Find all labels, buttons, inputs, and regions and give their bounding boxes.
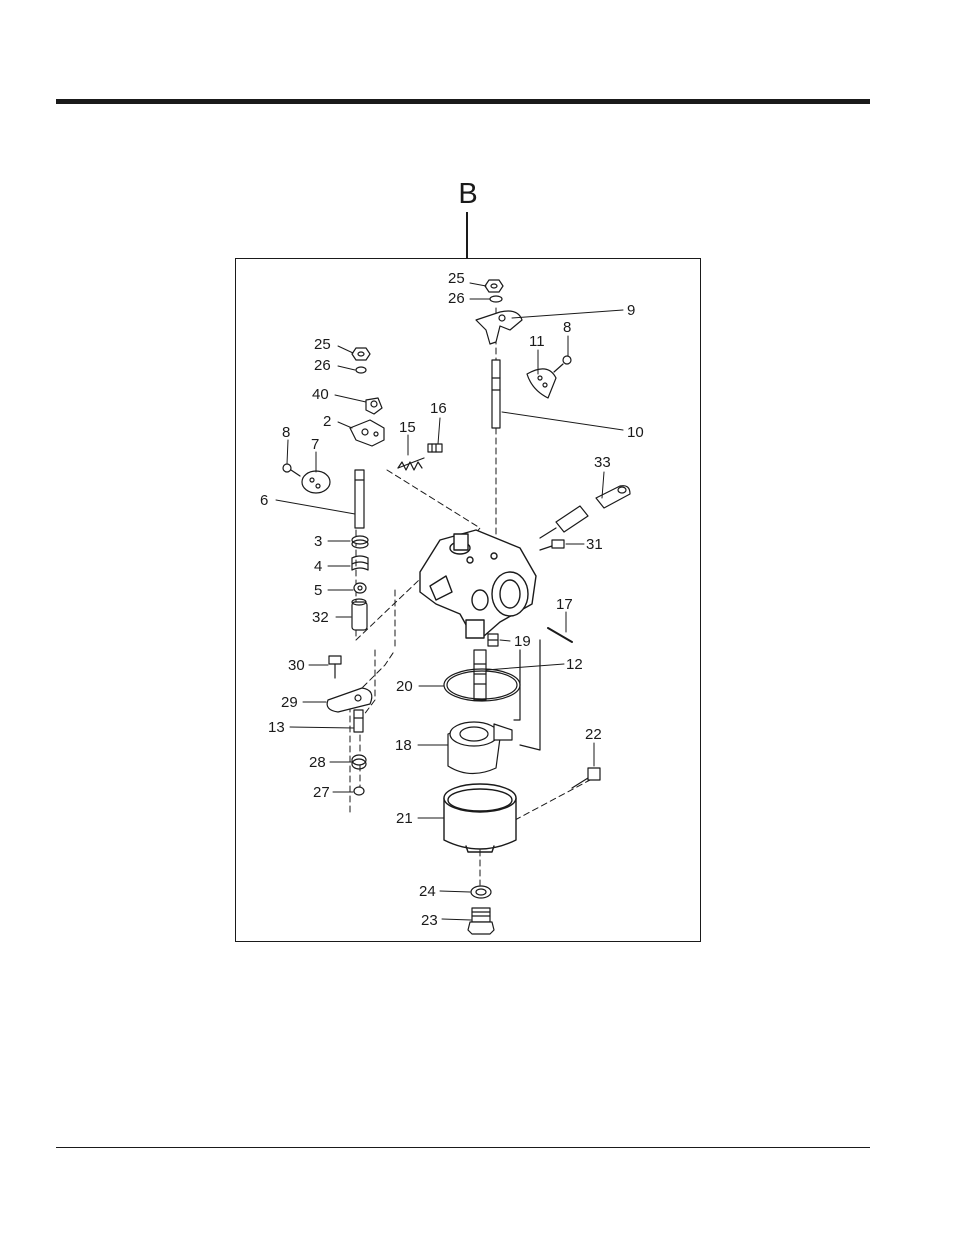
inlet-needle-19 [488,634,498,646]
float-18 [448,722,512,774]
part-label: 3 [314,533,322,550]
throttle-plate-11 [527,369,556,398]
part-label: 17 [556,596,573,613]
float-pin-17 [548,628,572,642]
part-label: 9 [627,302,635,319]
part-label: 32 [312,609,329,626]
seal-3 [352,536,368,548]
part-label: 5 [314,582,322,599]
part-label: 6 [260,492,268,509]
top-washer-26 [490,296,502,302]
part-label: 27 [313,784,330,801]
part-label: 23 [421,912,438,929]
lever-plate-29 [327,688,372,712]
idle-spring-15 [398,458,424,470]
part-label: 18 [395,737,412,754]
part-label: 29 [281,694,298,711]
drain-plug-23 [468,908,494,934]
throttle-lever-9 [476,311,522,344]
carburetor-body [420,530,536,638]
part-label: 25 [448,270,465,287]
washer-5 [354,583,366,593]
choke-nut-25 [352,348,370,360]
washer-28 [352,755,366,769]
spring-4 [352,556,368,570]
part-label: 28 [309,754,326,771]
part-label: 7 [311,436,319,453]
throttle-shaft-10 [492,360,500,428]
top-nut-25 [485,280,503,292]
fuel-hose-33 [596,486,630,508]
bowl-screw-22 [572,768,600,788]
sleeve-32 [352,599,367,630]
footer-rule [56,1147,870,1148]
part-label: 31 [586,536,603,553]
part-label: 13 [268,719,285,736]
part-label: 20 [396,678,413,695]
screw-31 [540,540,564,550]
part-label: 33 [594,454,611,471]
part-label: 8 [563,319,571,336]
part-label: 15 [399,419,416,436]
choke-bushing-40 [366,398,382,414]
part-label: 21 [396,810,413,827]
hose-clip [556,506,588,532]
part-label: 11 [529,333,545,350]
choke-plate-7 [302,471,330,493]
part-label: 25 [314,336,331,353]
part-label: 8 [282,424,290,441]
idle-screw-16 [428,444,442,452]
choke-washer-26 [356,367,366,373]
part-label: 40 [312,386,329,403]
part-label: 2 [323,413,331,430]
part-label: 16 [430,400,447,417]
part-label: 24 [419,883,436,900]
part-label: 4 [314,558,322,575]
part-label: 22 [585,726,602,743]
screw-8-right [554,356,571,372]
shaft-13 [354,710,363,732]
part-label: 26 [314,357,331,374]
part-label: 12 [566,656,583,673]
choke-shaft-6 [355,470,364,528]
main-jet-12 [474,650,486,700]
choke-lever-2 [350,420,384,446]
drain-washer-24 [471,886,491,898]
screw-8-left [283,464,300,476]
part-label: 26 [448,290,465,307]
screw-30 [329,656,341,678]
part-label: 10 [627,424,644,441]
part-label: 19 [514,633,531,650]
part-label: 30 [288,657,305,674]
float-bowl-21 [444,784,516,852]
washer-27 [354,787,364,795]
